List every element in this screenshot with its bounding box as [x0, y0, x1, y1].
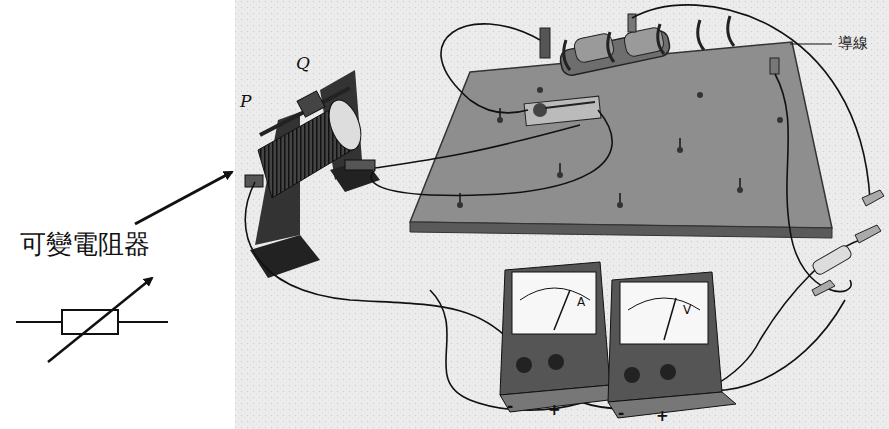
part-letter: Q: [296, 54, 310, 73]
leader-line: [790, 43, 832, 44]
resistor-and-clips: [811, 190, 884, 296]
switch: [524, 96, 601, 126]
terminal-sign: -: [618, 405, 624, 422]
background: [235, 0, 889, 429]
leader-arrow: [135, 172, 232, 224]
component-name: 可變電阻器: [20, 230, 150, 259]
voltmeter: [608, 272, 736, 418]
variable-resistor-symbol: [16, 278, 168, 362]
part-name: 導線: [838, 35, 868, 52]
meter-symbol: V: [683, 304, 691, 317]
battery-holder: [540, 14, 779, 77]
ammeter: [500, 262, 625, 412]
meter-symbol: A: [577, 296, 585, 309]
circuit-board: [410, 42, 832, 238]
part-letter: P: [240, 92, 251, 111]
rheostat: [245, 70, 380, 278]
terminal-sign: +: [656, 408, 669, 425]
terminal-sign: +: [548, 402, 561, 419]
terminal-sign: -: [507, 398, 513, 415]
wire: [245, 5, 870, 410]
